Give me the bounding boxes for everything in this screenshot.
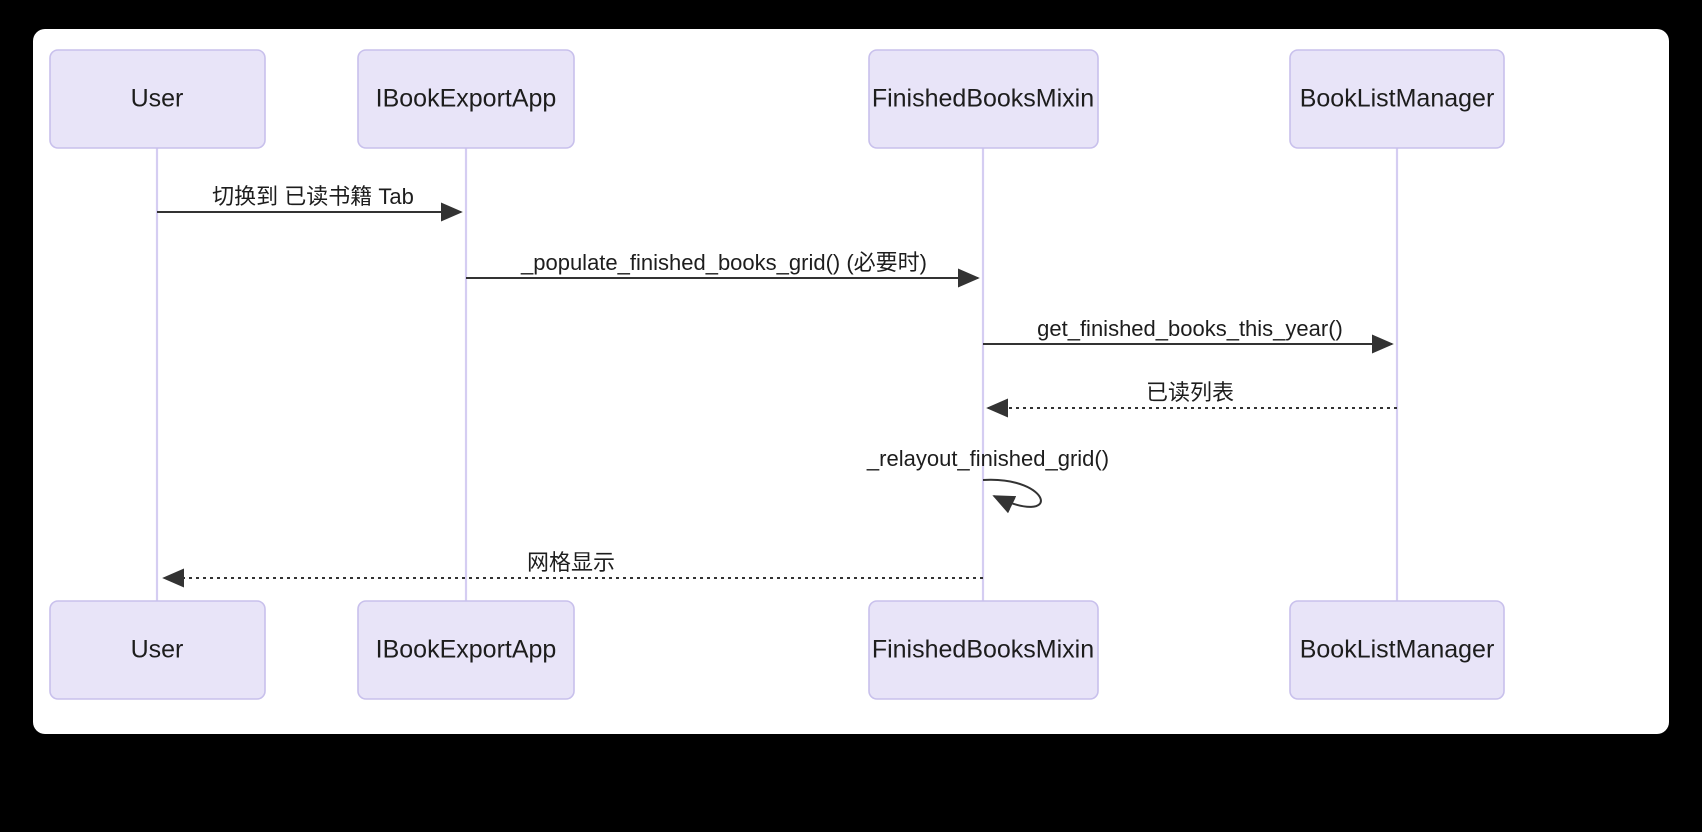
participant-bottom-ibookexportapp[interactable]: IBookExportApp — [357, 600, 575, 700]
diagram-card: User IBookExportApp FinishedBooksMixin B… — [33, 29, 1669, 734]
sequence-diagram-canvas: User IBookExportApp FinishedBooksMixin B… — [49, 49, 1505, 700]
participant-label-finishedbooksmixin: FinishedBooksMixin — [872, 636, 1094, 664]
participant-box[interactable] — [868, 600, 1099, 700]
participant-box[interactable] — [357, 600, 575, 700]
participant-box[interactable] — [868, 49, 1099, 149]
participant-label-ibookexportapp: IBookExportApp — [376, 85, 557, 113]
message-5: _relayout_finished_grid() — [866, 446, 1109, 514]
participant-box[interactable] — [49, 600, 266, 700]
participants-top: User IBookExportApp FinishedBooksMixin B… — [49, 49, 1505, 149]
participant-top-booklistmanager[interactable]: BookListManager — [1289, 49, 1505, 149]
participant-bottom-finishedbooksmixin[interactable]: FinishedBooksMixin — [868, 600, 1099, 700]
participant-label-booklistmanager: BookListManager — [1300, 636, 1495, 664]
message-label-3: get_finished_books_this_year() — [1037, 316, 1343, 341]
message-self-loop-5 — [982, 478, 1042, 514]
message-label-6: 网格显示 — [527, 550, 615, 575]
participant-label-booklistmanager: BookListManager — [1300, 85, 1495, 113]
message-2: _populate_finished_books_grid() (必要时) — [466, 250, 980, 288]
participant-label-ibookexportapp: IBookExportApp — [376, 636, 557, 664]
participant-top-finishedbooksmixin[interactable]: FinishedBooksMixin — [868, 49, 1099, 149]
participant-label-user: User — [131, 636, 184, 664]
participant-bottom-user[interactable]: User — [49, 600, 266, 700]
participant-label-user: User — [131, 85, 184, 113]
message-label-2: _populate_finished_books_grid() (必要时) — [520, 250, 927, 275]
participant-top-user[interactable]: User — [49, 49, 266, 149]
message-label-4: 已读列表 — [1146, 380, 1234, 405]
message-6: 网格显示 — [162, 550, 983, 588]
message-1: 切换到 已读书籍 Tab — [157, 184, 463, 222]
participant-label-finishedbooksmixin: FinishedBooksMixin — [872, 85, 1094, 113]
participant-box[interactable] — [49, 49, 266, 149]
message-label-1: 切换到 已读书籍 Tab — [212, 184, 414, 209]
message-label-5: _relayout_finished_grid() — [866, 446, 1109, 471]
participants-bottom: User IBookExportApp FinishedBooksMixin B… — [49, 600, 1505, 700]
participant-bottom-booklistmanager[interactable]: BookListManager — [1289, 600, 1505, 700]
participant-box[interactable] — [1289, 49, 1505, 149]
participant-top-ibookexportapp[interactable]: IBookExportApp — [357, 49, 575, 149]
message-3: get_finished_books_this_year() — [983, 316, 1394, 354]
participant-box[interactable] — [357, 49, 575, 149]
participant-box[interactable] — [1289, 600, 1505, 700]
message-4: 已读列表 — [986, 380, 1397, 418]
lifelines — [155, 148, 1399, 601]
